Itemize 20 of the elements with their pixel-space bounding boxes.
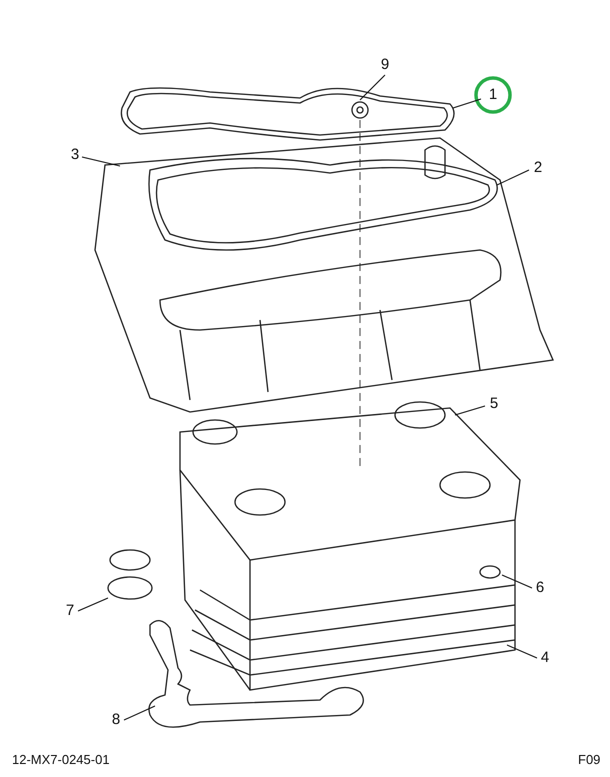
callout-number: 9 <box>378 57 392 73</box>
leader-line <box>124 706 156 720</box>
drawing-number: 12-MX7-0245-01 <box>12 752 110 767</box>
leader-line <box>502 574 532 588</box>
leader-line <box>452 98 482 108</box>
callout-number: 6 <box>533 580 547 596</box>
callout-number: 7 <box>63 603 77 619</box>
leader-line <box>78 598 108 612</box>
callout-number: 3 <box>68 147 82 163</box>
leader-line <box>506 644 538 658</box>
callout-number: 4 <box>538 650 552 666</box>
leader-line <box>360 74 386 100</box>
callout-number: 8 <box>109 712 123 728</box>
leader-line <box>82 156 120 166</box>
callout-number: 1 <box>486 87 500 103</box>
callout-number: 5 <box>487 396 501 412</box>
callout-number: 2 <box>531 160 545 176</box>
leader-line <box>454 406 486 416</box>
sheet-code: F09 <box>578 752 600 767</box>
leader-line <box>496 170 530 186</box>
